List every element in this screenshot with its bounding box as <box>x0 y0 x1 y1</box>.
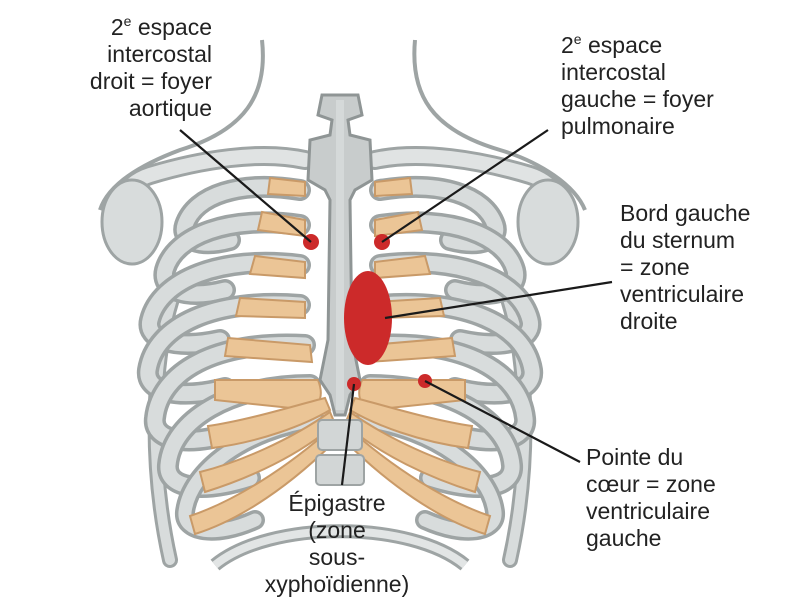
label-left-sternal-border-line4: ventriculaire <box>620 281 795 308</box>
label-apex-line4: gauche <box>586 525 786 552</box>
sternum <box>308 95 372 415</box>
label-aortic-focus: 2e espace intercostal droit = foyer aort… <box>12 14 212 122</box>
label-aortic-focus-line4: aortique <box>12 95 212 122</box>
humerus-head-left <box>518 180 578 264</box>
label-epigastric-line1: Épigastre <box>232 490 442 517</box>
label-apex-line3: ventriculaire <box>586 498 786 525</box>
label-left-sternal-border-line5: droite <box>620 308 795 335</box>
right-ventricular-zone-marker <box>344 271 392 365</box>
label-apex-line1: Pointe du <box>586 444 786 471</box>
label-epigastric: Épigastre (zone sous- xyphoïdienne) <box>232 490 442 598</box>
label-pulmonary-focus-line3: gauche = foyer <box>561 86 791 113</box>
label-aortic-focus-line2: intercostal <box>12 41 212 68</box>
label-left-sternal-border: Bord gauche du sternum = zone ventricula… <box>620 200 795 335</box>
label-pulmonary-focus-line1: 2e espace <box>561 32 791 59</box>
label-left-sternal-border-line2: du sternum <box>620 227 795 254</box>
label-pulmonary-focus: 2e espace intercostal gauche = foyer pul… <box>561 32 791 140</box>
humerus-head-right <box>102 180 162 264</box>
label-aortic-focus-line1: 2e espace <box>12 14 212 41</box>
label-aortic-focus-line3: droit = foyer <box>12 68 212 95</box>
label-left-sternal-border-line1: Bord gauche <box>620 200 795 227</box>
label-pulmonary-focus-line2: intercostal <box>561 59 791 86</box>
label-epigastric-line3: sous- <box>232 544 442 571</box>
label-apex-line2: cœur = zone <box>586 471 786 498</box>
label-apex: Pointe du cœur = zone ventriculaire gauc… <box>586 444 786 552</box>
label-pulmonary-focus-line4: pulmonaire <box>561 113 791 140</box>
label-epigastric-line2: (zone <box>232 517 442 544</box>
label-epigastric-line4: xyphoïdienne) <box>232 571 442 598</box>
label-left-sternal-border-line3: = zone <box>620 254 795 281</box>
